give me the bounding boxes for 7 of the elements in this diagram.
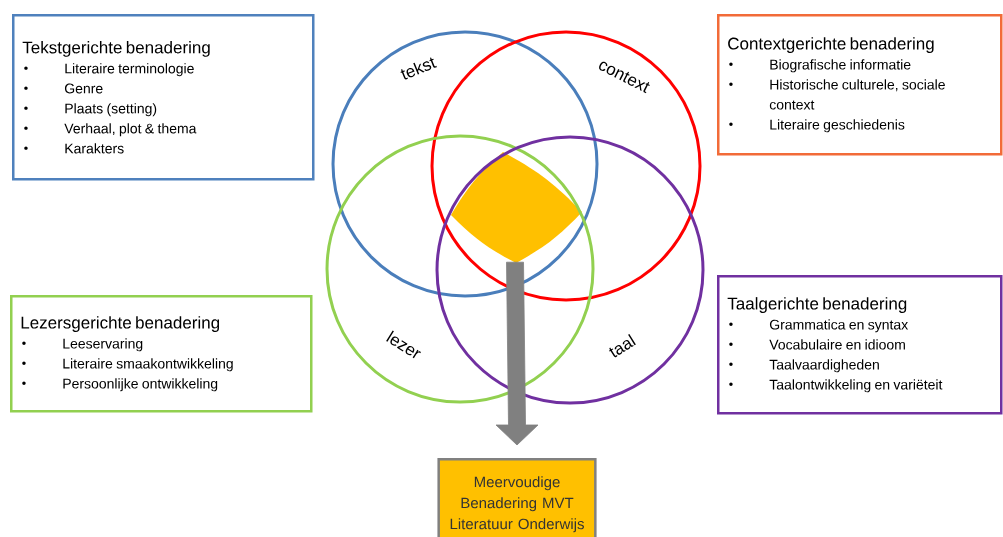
result-box: Meervoudige Benadering MVT Literatuur Onderwijs <box>437 458 597 537</box>
arrow <box>495 261 539 446</box>
overlap-area <box>451 152 582 263</box>
text-box: Taalgerichte benadering Grammatica en syntax Vocabulaire en idioom Taalvaardigheden Taalontwikkeling en variëteit <box>717 275 1003 415</box>
text-box: Lezersgerichte benadering Leeservaring Literaire smaakontwikkeling Persoonlijke ontwikkeling <box>10 295 313 413</box>
text-box: Contextgerichte benadering Biografische informatie Historische culturele, sociale context Literaire geschiedenis <box>717 14 1003 156</box>
text-box: Tekstgerichte benadering Literaire terminologie Genre Plaats (setting) Verhaal, plot & thema Karakters <box>12 14 315 181</box>
